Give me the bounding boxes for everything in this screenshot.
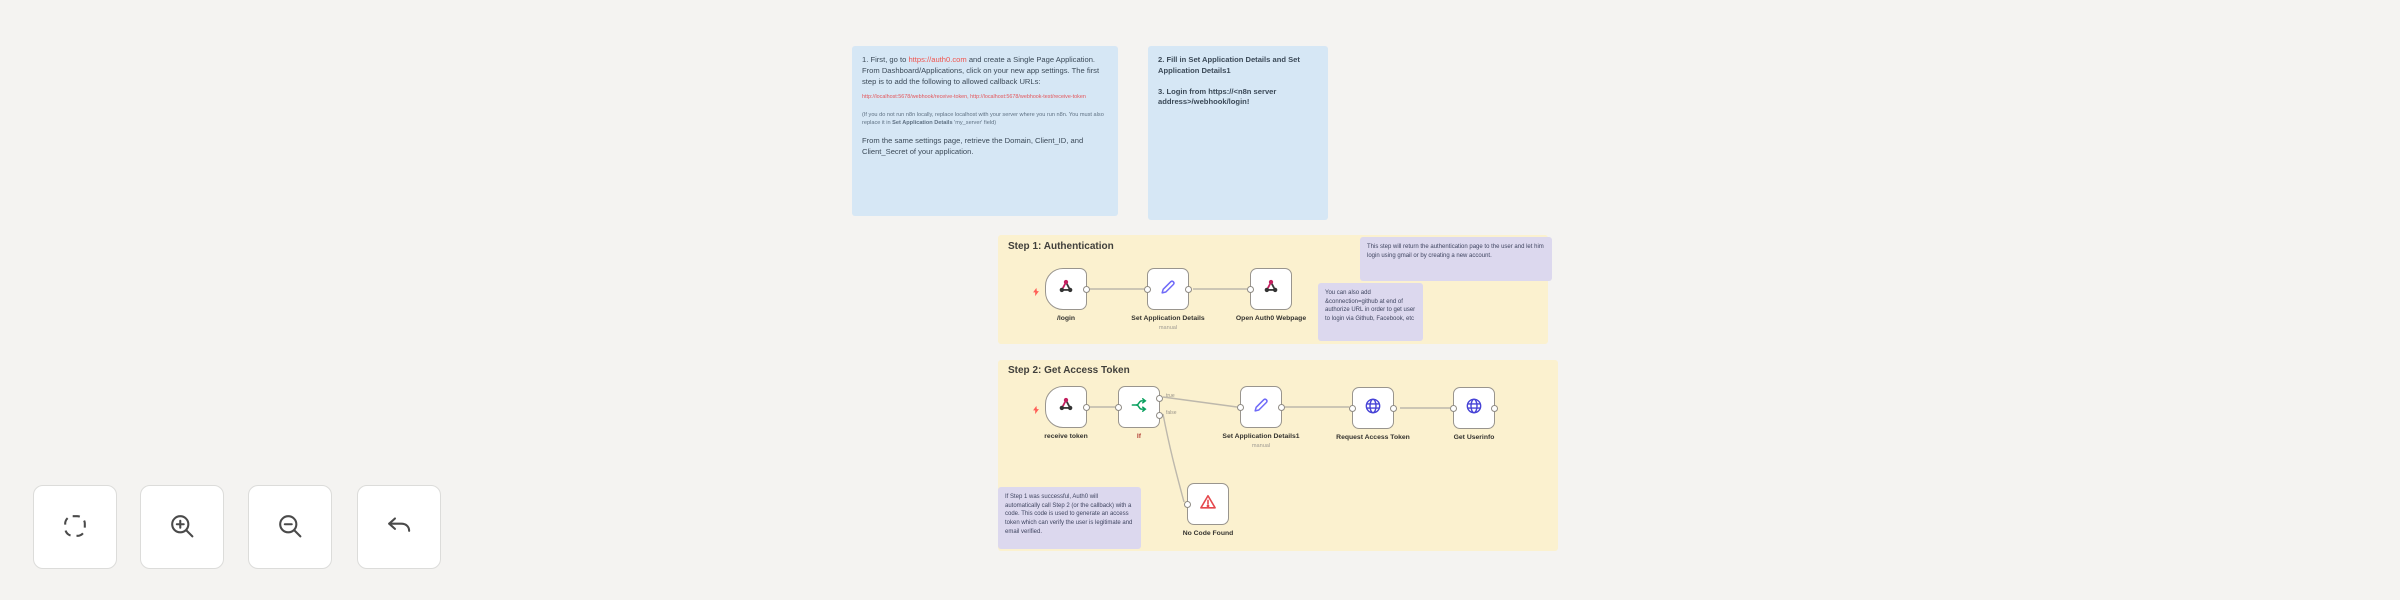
if-branch-icon (1129, 395, 1149, 420)
node-set-application-details1[interactable]: Set Application Details1 manual (1222, 386, 1300, 449)
input-port[interactable] (1237, 404, 1244, 411)
sticky-note-connection[interactable]: You can also add &connection=github at e… (1318, 283, 1423, 341)
node-if[interactable]: true false If (1115, 386, 1177, 440)
input-port[interactable] (1247, 286, 1254, 293)
node-no-code-found[interactable]: No Code Found (1183, 483, 1233, 537)
branch-label-true: true (1166, 393, 1175, 399)
undo-icon (384, 511, 414, 544)
output-port-false[interactable] (1156, 412, 1163, 419)
node-open-auth0-webpage[interactable]: Open Auth0 Webpage (1236, 268, 1306, 322)
output-port[interactable] (1491, 405, 1498, 412)
instruction-step-2-text: 2. Fill in Set Application Details and S… (1158, 55, 1300, 75)
output-port[interactable] (1083, 286, 1090, 293)
localhost-note-text: (If you do not run n8n locally, replace … (862, 111, 1104, 127)
node-subtitle: manual (1251, 443, 1271, 449)
trigger-bolt-icon (1031, 284, 1041, 297)
instruction-step-3-text: 3. Login from https://<n8n server addres… (1158, 86, 1277, 107)
fit-view-button[interactable] (33, 485, 117, 569)
node-label: /login (1056, 315, 1076, 322)
sticky-note-setup[interactable]: 1. First, go to https://auth0.com and cr… (852, 46, 1118, 216)
reset-zoom-button[interactable] (357, 485, 441, 569)
error-triangle-icon (1198, 492, 1218, 517)
node-get-userinfo[interactable]: Get Userinfo (1450, 387, 1498, 441)
branch-label-false: false (1166, 410, 1177, 416)
zoom-in-icon (167, 511, 197, 544)
webhook-icon (1056, 277, 1076, 302)
node-label: If (1136, 433, 1142, 440)
sticky-note-auth-page[interactable]: This step will return the authentication… (1360, 237, 1552, 281)
zoom-out-button[interactable] (248, 485, 332, 569)
callback-urls-text: http://localhost:5678/webhook/receive-to… (862, 94, 1086, 101)
setup-step-1-text: 1. First, go to https://auth0.com and cr… (862, 55, 1100, 86)
input-port[interactable] (1349, 405, 1356, 412)
step1-section-title: Step 1: Authentication (1008, 241, 1114, 252)
webhook-icon (1261, 277, 1281, 302)
globe-icon (1363, 396, 1383, 421)
pencil-icon (1251, 395, 1271, 420)
node-subtitle: manual (1158, 325, 1178, 331)
zoom-in-button[interactable] (140, 485, 224, 569)
input-port[interactable] (1184, 501, 1191, 508)
retrieve-credentials-text: From the same settings page, retrieve th… (862, 136, 1084, 156)
output-port[interactable] (1390, 405, 1397, 412)
node-label: receive token (1044, 433, 1088, 440)
node-label: No Code Found (1182, 530, 1234, 537)
node-set-application-details[interactable]: Set Application Details manual (1131, 268, 1205, 331)
connection-note-text: You can also add &connection=github at e… (1325, 290, 1416, 323)
auth0-link[interactable]: https://auth0.com (908, 55, 967, 64)
node-label: Get Userinfo (1453, 434, 1495, 441)
pencil-icon (1158, 277, 1178, 302)
node-login-webhook[interactable]: /login (1033, 268, 1090, 322)
sticky-note-code[interactable]: If Step 1 was successful, Auth0 will aut… (998, 487, 1141, 549)
input-port[interactable] (1144, 286, 1151, 293)
zoom-out-icon (275, 511, 305, 544)
input-port[interactable] (1115, 404, 1122, 411)
webhook-icon (1056, 395, 1076, 420)
node-request-access-token[interactable]: Request Access Token (1336, 387, 1410, 441)
output-port[interactable] (1278, 404, 1285, 411)
output-port[interactable] (1185, 286, 1192, 293)
globe-icon (1464, 396, 1484, 421)
node-label: Set Application Details (1131, 315, 1205, 322)
sticky-note-instructions[interactable]: 2. Fill in Set Application Details and S… (1148, 46, 1328, 220)
output-port[interactable] (1083, 404, 1090, 411)
node-label: Open Auth0 Webpage (1235, 315, 1307, 322)
code-note-text: If Step 1 was successful, Auth0 will aut… (1005, 494, 1133, 535)
step2-section-title: Step 2: Get Access Token (1008, 365, 1130, 376)
input-port[interactable] (1450, 405, 1457, 412)
node-label: Request Access Token (1336, 434, 1410, 441)
fit-view-icon (60, 511, 90, 544)
auth-page-note-text: This step will return the authentication… (1367, 244, 1544, 259)
output-port-true[interactable] (1156, 395, 1163, 402)
node-label: Set Application Details1 (1222, 433, 1300, 440)
trigger-bolt-icon (1031, 402, 1041, 415)
node-receive-token-webhook[interactable]: receive token (1033, 386, 1090, 440)
